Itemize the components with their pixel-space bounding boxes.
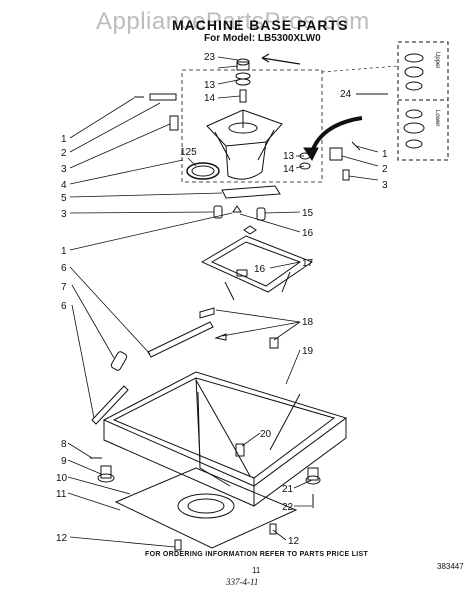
callout: 3 — [382, 180, 388, 191]
ordering-note: FOR ORDERING INFORMATION REFER TO PARTS … — [145, 551, 369, 558]
callout: 19 — [302, 346, 314, 357]
rail-lower — [91, 385, 129, 425]
diagram-title: MACHINE BASE PARTS — [172, 17, 349, 33]
pointer-arrow — [261, 57, 301, 65]
callout: 3 — [61, 209, 67, 220]
callout: 4 — [61, 180, 67, 191]
bearing-stack — [235, 58, 251, 103]
leader-lines — [67, 56, 379, 548]
callout: 2 — [61, 148, 67, 159]
curved-arrow — [310, 116, 363, 153]
callout: 1 — [61, 134, 67, 145]
callout: 125 — [180, 147, 197, 158]
callout-numbers: 23 13 14 24 125 13 14 1 2 3 4 1 2 3 5 3 … — [56, 52, 388, 547]
spring — [110, 351, 128, 371]
callout: 12 — [288, 536, 300, 547]
page-number: 11 — [252, 566, 261, 575]
rail-upper — [147, 321, 214, 358]
watermark: AppliancePartsPros.com — [96, 8, 370, 35]
callout: 23 — [204, 52, 216, 63]
callout: 3 — [61, 164, 67, 175]
callout: 13 — [204, 80, 216, 91]
callout: 10 — [56, 473, 68, 484]
callout: 14 — [204, 93, 216, 104]
callout: 8 — [61, 439, 67, 450]
inset-bearings — [403, 53, 425, 149]
callout: 9 — [61, 456, 67, 467]
callout: 6 — [61, 301, 67, 312]
callout: 2 — [382, 164, 388, 175]
callout: 13 — [283, 151, 295, 162]
callout: 5 — [61, 193, 67, 204]
callout: 16 — [254, 264, 266, 275]
callout: 6 — [61, 263, 67, 274]
handwritten-note: 337-4-11 — [226, 577, 259, 587]
callout: 11 — [56, 489, 67, 500]
callout: 22 — [282, 502, 294, 513]
upper-assembly-box — [181, 69, 323, 183]
callout: 20 — [260, 429, 272, 440]
callout: 15 — [302, 208, 314, 219]
gearcase-assembly — [206, 109, 283, 180]
inset-label-lower: Lower — [434, 110, 440, 127]
callout: 1 — [382, 149, 388, 160]
gasket-ring — [186, 162, 220, 180]
base-frame — [102, 371, 348, 507]
bottom-plate — [114, 467, 298, 549]
diagram-code: 383447 — [437, 562, 464, 571]
inset-label-upper: Upper — [434, 52, 440, 69]
drive-plate — [221, 185, 281, 199]
callout: 1 — [61, 246, 67, 257]
left-bolt — [134, 93, 177, 101]
callout: 12 — [56, 533, 68, 544]
model-label: For Model: LB5300XLW0 — [204, 33, 321, 44]
callout: 7 — [61, 282, 67, 293]
inset-box — [397, 41, 449, 161]
callout: 17 — [302, 258, 314, 269]
callout: 24 — [340, 89, 352, 100]
callout: 16 — [302, 228, 314, 239]
callout: 21 — [282, 484, 294, 495]
callout: 14 — [283, 164, 295, 175]
callout: 18 — [302, 317, 314, 328]
